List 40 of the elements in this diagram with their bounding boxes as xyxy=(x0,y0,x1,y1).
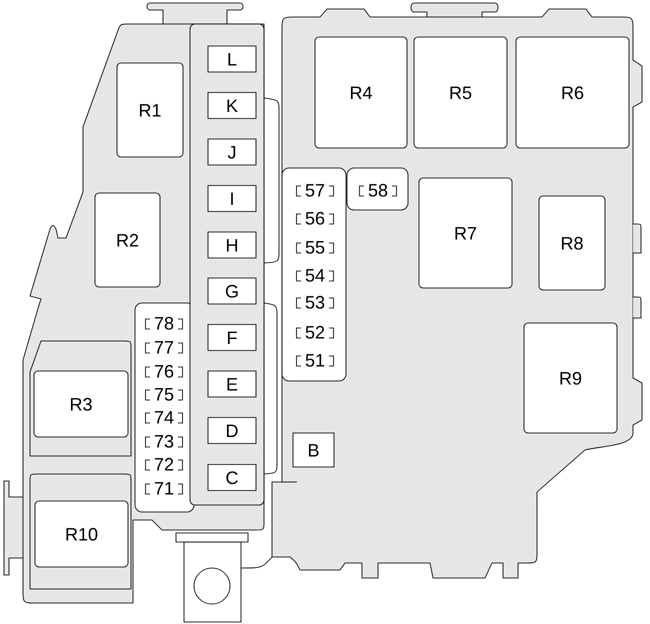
fuse-panel xyxy=(134,302,194,512)
fuse-label: 56 xyxy=(296,212,334,225)
relay-box: R10 xyxy=(34,500,128,568)
fuse-label: 55 xyxy=(296,241,334,254)
fuse-slot: B xyxy=(292,432,334,468)
fuse-slot: D xyxy=(208,417,256,444)
fuse-panel xyxy=(346,168,408,210)
fuse-panel xyxy=(282,168,346,382)
relay-box: R6 xyxy=(516,36,630,148)
fuse-label: 52 xyxy=(296,326,334,339)
fuse-label: 71 xyxy=(145,482,183,494)
relay-box: R1 xyxy=(116,62,184,158)
fuse-label: 57 xyxy=(296,184,334,197)
fuse-label: 76 xyxy=(145,364,183,378)
fuse-slot: G xyxy=(208,278,256,304)
relay-box: R8 xyxy=(538,196,606,290)
fuse-label: 74 xyxy=(145,411,183,424)
fuse-label: 75 xyxy=(145,388,183,401)
relay-box: R4 xyxy=(314,36,408,148)
relay-box: R3 xyxy=(34,370,128,438)
fuse-slot: C xyxy=(208,464,256,491)
fuse-slot: I xyxy=(208,185,256,212)
fuse-label: 58 xyxy=(359,184,397,197)
fuse-slot: F xyxy=(208,324,256,351)
fuse-slot: J xyxy=(208,138,256,166)
fuse-slot: E xyxy=(208,370,256,398)
fuse-label: 51 xyxy=(296,354,334,367)
fuse-label: 53 xyxy=(296,296,334,309)
fuse-label: 77 xyxy=(145,341,183,354)
relay-box: R7 xyxy=(418,178,512,288)
fuse-slot: H xyxy=(208,232,256,258)
fuse-label: 73 xyxy=(145,434,183,448)
relay-box: R9 xyxy=(524,322,618,434)
fuse-slot: L xyxy=(208,46,256,72)
relay-box: R5 xyxy=(414,36,508,148)
fuse-label: 54 xyxy=(296,269,334,282)
fuse-label: 78 xyxy=(145,316,183,330)
relay-box: R2 xyxy=(94,192,160,288)
fuse-slot: K xyxy=(208,92,256,119)
fuse-label: 72 xyxy=(145,458,183,470)
